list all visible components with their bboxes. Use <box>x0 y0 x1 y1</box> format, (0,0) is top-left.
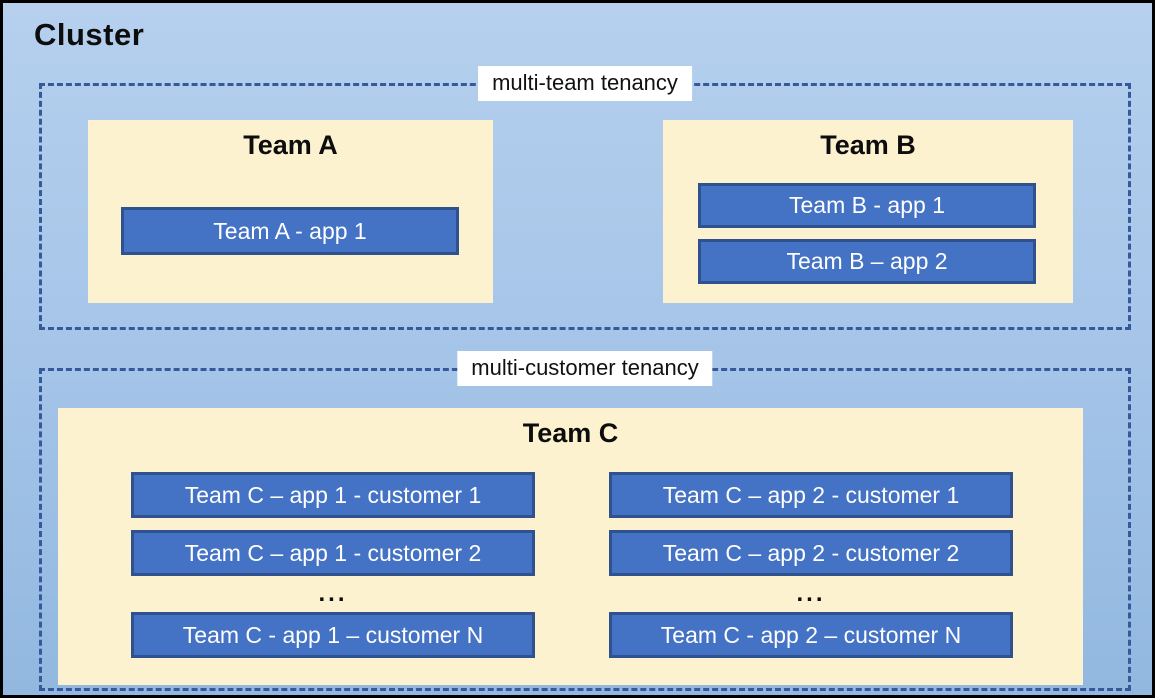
multi-customer-tenancy-box: multi-customer tenancy <box>39 351 1131 691</box>
team-c-app2-customerN-box: Team C - app 2 – customer N <box>609 612 1013 658</box>
team-c-app2-customer2-box: Team C – app 2 - customer 2 <box>609 530 1013 576</box>
team-c-app1-customer1-box: Team C – app 1 - customer 1 <box>131 472 535 518</box>
team-c-app2-customer1-box: Team C – app 2 - customer 1 <box>609 472 1013 518</box>
team-b-app-1-box: Team B - app 1 <box>698 183 1036 228</box>
multi-team-tenancy-label: multi-team tenancy <box>478 66 692 101</box>
team-c-title: Team C <box>522 418 619 448</box>
multi-customer-tenancy-label: multi-customer tenancy <box>457 351 713 386</box>
team-a-app-1-box: Team A - app 1 <box>121 207 459 255</box>
team-b-panel: Team B Team B - app 1 Team B – app 2 <box>663 120 1073 303</box>
multi-team-tenancy-box: multi-team tenancy <box>39 66 1131 330</box>
team-a-panel: Team A Team A - app 1 <box>88 120 493 303</box>
team-c-app1-customer2-box: Team C – app 1 - customer 2 <box>131 530 535 576</box>
team-b-title: Team B <box>820 130 916 160</box>
team-c-app-1-column: Team C – app 1 - customer 1 Team C – app… <box>131 472 535 658</box>
team-c-app1-ellipsis: ... <box>318 580 348 607</box>
team-c-app2-ellipsis: ... <box>796 580 826 607</box>
team-c-panel: Team C Team C – app 1 - customer 1 Team … <box>58 408 1083 685</box>
team-c-app-2-column: Team C – app 2 - customer 1 Team C – app… <box>609 472 1013 658</box>
team-b-app-2-box: Team B – app 2 <box>698 239 1036 284</box>
team-a-title: Team A <box>243 130 338 160</box>
cluster-title: Cluster <box>34 17 145 52</box>
team-c-app1-customerN-box: Team C - app 1 – customer N <box>131 612 535 658</box>
